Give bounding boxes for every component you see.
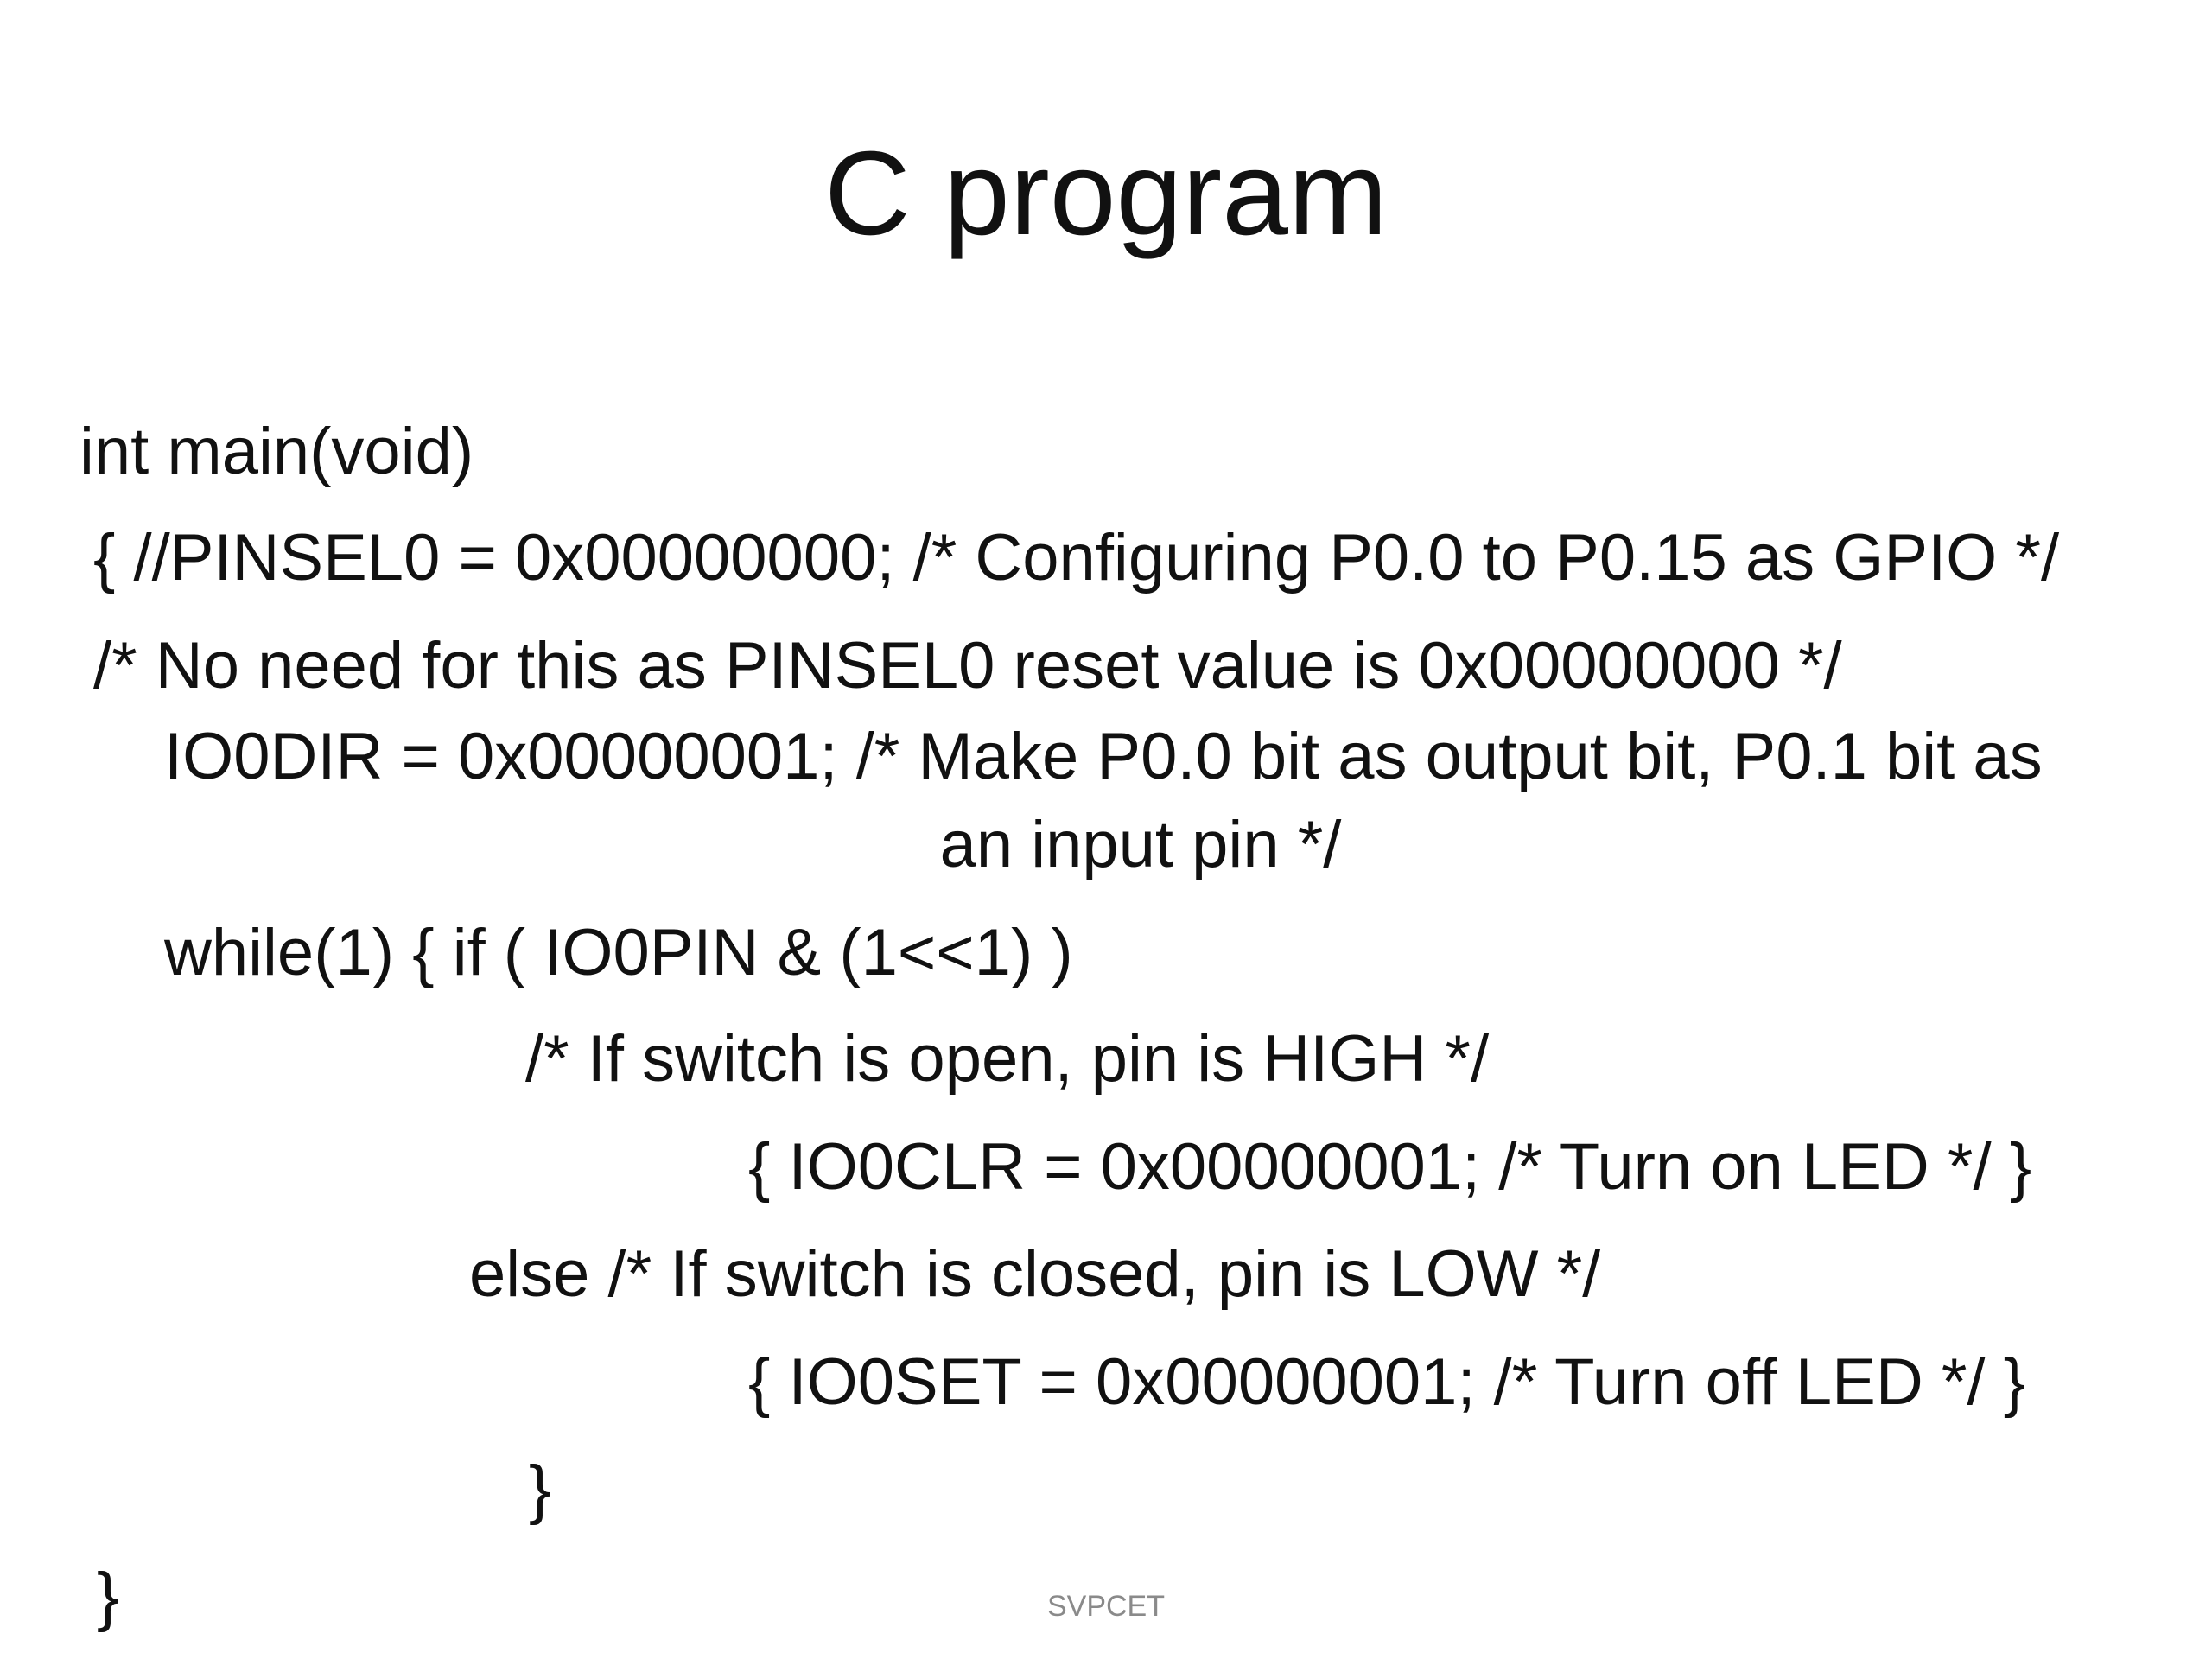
code-line-2: { //PINSEL0 = 0x00000000; /* Configuring…: [93, 521, 2060, 594]
code-line-4: IO0DIR = 0x00000001; /* Make P0.0 bit as…: [164, 720, 2043, 793]
code-line-8: { IO0CLR = 0x00000001; /* Turn on LED */…: [748, 1130, 2032, 1204]
code-line-11: }: [529, 1452, 551, 1526]
code-line-5: an input pin */: [939, 808, 1342, 881]
code-line-1: int main(void): [79, 415, 474, 488]
code-line-9: else /* If switch is closed, pin is LOW …: [469, 1237, 1601, 1311]
code-line-6: while(1) { if ( IO0PIN & (1<<1) ): [164, 916, 1073, 989]
code-line-7: /* If switch is open, pin is HIGH */: [525, 1022, 1490, 1096]
code-line-3: /* No need for this as PINSEL0 reset val…: [93, 629, 1842, 702]
slide-title: C program: [824, 127, 1388, 260]
code-line-12: }: [97, 1560, 119, 1633]
slide-footer: SVPCET: [1046, 1590, 1166, 1623]
code-line-10: { IO0SET = 0x00000001; /* Turn off LED *…: [748, 1345, 2026, 1419]
